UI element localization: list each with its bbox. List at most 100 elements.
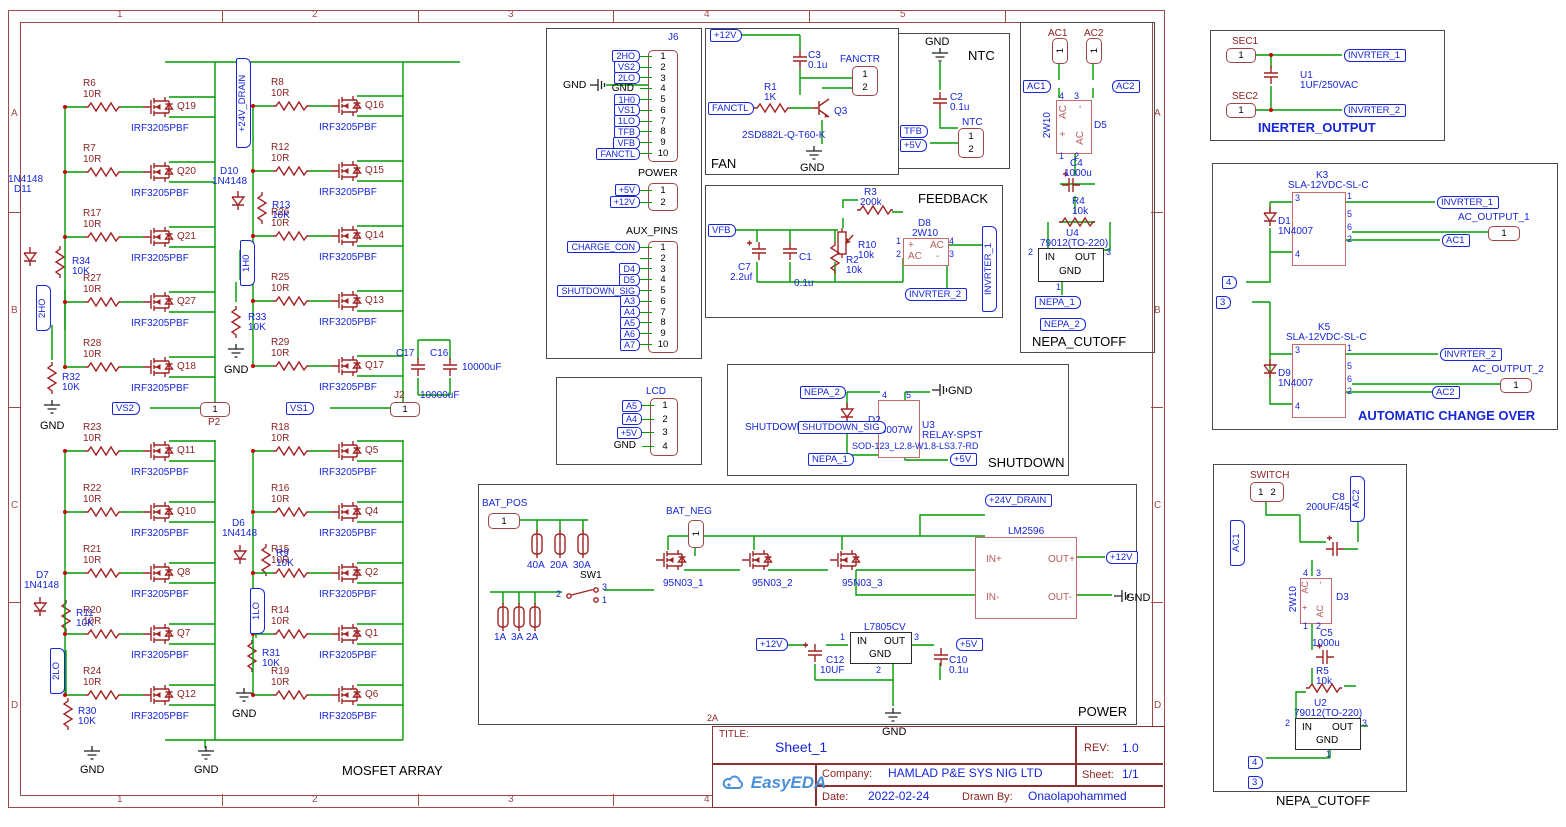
sheet-value[interactable]: 1/1 <box>1122 767 1139 781</box>
connector-pin-row[interactable]: GND 4 <box>548 83 674 94</box>
connector-lcd[interactable] <box>650 398 678 456</box>
net-flag-nepa1[interactable]: NEPA_1 <box>1035 296 1081 309</box>
capacitor-ref[interactable]: C12 <box>826 655 845 666</box>
pin-net-flag[interactable]: A4 <box>621 413 642 426</box>
mosfet-part[interactable]: IRF3205PBF <box>131 467 189 478</box>
mosfet-part[interactable]: IRF3205PBF <box>319 187 377 198</box>
capacitor-val[interactable]: 1000u <box>1064 168 1092 179</box>
connector-pin-row[interactable]: A7 10 <box>542 338 674 351</box>
mosfet-part[interactable]: IRF3205PBF <box>131 318 189 329</box>
easyeda-logo[interactable]: EasyEDA <box>722 773 826 793</box>
date-value[interactable]: 2022-02-24 <box>868 789 930 803</box>
pin-net-flag[interactable]: D5 <box>619 273 640 286</box>
diode-ref[interactable]: D11 <box>14 184 32 195</box>
net-flag-5v[interactable]: +5V <box>950 453 978 466</box>
resistor-ref[interactable]: R30 <box>78 706 97 717</box>
connector-acout2[interactable]: 1 <box>1500 378 1532 393</box>
connector-j2[interactable]: 1 <box>390 402 420 417</box>
resistor-ref[interactable]: R9 <box>276 548 289 559</box>
net-flag-3[interactable]: 3 <box>1248 776 1264 789</box>
mosfet-ref[interactable]: 95N03_3 <box>842 578 883 589</box>
capacitor-val[interactable]: 0.1u <box>794 278 814 289</box>
mosfet-ref[interactable]: Q15 <box>365 165 384 176</box>
net-flag-4[interactable]: 4 <box>1222 276 1238 289</box>
switch-ref[interactable]: SW1 <box>580 570 602 581</box>
pin-net-flag[interactable]: 2LO <box>613 72 640 84</box>
mosfet-part[interactable]: IRF3205PBF <box>319 122 377 133</box>
rev-value[interactable]: 1.0 <box>1122 741 1139 755</box>
mosfet-part[interactable]: IRF3205PBF <box>131 650 189 661</box>
net-flag-2lo[interactable]: 2LO <box>50 648 65 694</box>
capacitor-val[interactable]: 10000uF <box>420 390 460 401</box>
regulator-ref[interactable]: L7805CV <box>864 622 906 633</box>
connector-pin-row[interactable]: 2LO 3 <box>548 72 674 84</box>
connector-acout1[interactable]: 1 <box>1488 226 1520 241</box>
drawn-by-value[interactable]: Onaolapohammed <box>1028 789 1127 803</box>
capacitor-ref[interactable]: C1 <box>799 252 812 263</box>
mosfet-part[interactable]: IRF3205PBF <box>131 253 189 264</box>
connector-pin-row[interactable]: 1H0 5 <box>548 93 674 106</box>
mosfet-ref[interactable]: Q21 <box>177 231 196 242</box>
mosfet-ref[interactable]: Q18 <box>177 361 196 372</box>
connector-pin-row[interactable]: GND 4 <box>560 440 676 454</box>
mosfet-part[interactable]: IRF3205PBF <box>319 650 377 661</box>
connector-batneg[interactable]: 1 <box>688 520 704 548</box>
company-value[interactable]: HAMLAD P&E SYS NIG LTD <box>888 766 1043 780</box>
fuse-val[interactable]: 40A <box>527 560 545 571</box>
connector-ac1[interactable]: 1 <box>1052 38 1068 64</box>
capacitor-ref[interactable]: C7 <box>738 262 751 273</box>
pin-net-flag[interactable]: A6 <box>619 327 640 340</box>
pot-ref[interactable]: R10 <box>858 240 877 251</box>
net-flag-4[interactable]: 4 <box>1248 756 1264 769</box>
connector-sec2[interactable]: 1 <box>1226 103 1256 118</box>
regulator-ref[interactable]: U4 <box>1066 228 1079 239</box>
net-flag-tfb[interactable]: TFB <box>900 125 928 138</box>
connector-power[interactable] <box>648 183 678 211</box>
net-flag-ac2[interactable]: AC2 <box>1112 80 1141 93</box>
mosfet-part[interactable]: IRF3205PBF <box>319 528 377 539</box>
net-flag-ac1[interactable]: AC1 <box>1230 520 1245 566</box>
pin-net-flag[interactable]: A7 <box>619 338 640 351</box>
mosfet-ref[interactable]: Q10 <box>177 506 196 517</box>
diode-pkg[interactable]: SOD-123_L2.8-W1.8-LS3.7-RD <box>852 441 979 451</box>
connector-pin-row[interactable]: A4 2 <box>560 413 676 427</box>
diode-part[interactable]: 1N4007 <box>1278 378 1314 389</box>
connector-pin-row[interactable]: +5V 1 <box>576 184 674 196</box>
regulator-part[interactable]: 79012(TO-220) <box>1040 238 1109 249</box>
resistor-val[interactable]: 10K <box>72 266 90 277</box>
net-flag-ac2[interactable]: AC2 <box>1350 476 1365 522</box>
resistor-ref[interactable]: R32 <box>62 372 81 383</box>
mosfet-ref[interactable]: Q14 <box>365 230 384 241</box>
diode-part[interactable]: 1N4007W <box>868 425 913 436</box>
connector-p2[interactable]: 1 <box>200 402 230 417</box>
net-flag-5v[interactable]: +5V <box>900 139 928 152</box>
capacitor-ref[interactable]: C10 <box>949 655 968 666</box>
mosfet-ref[interactable]: Q12 <box>177 689 196 700</box>
bridge-d3[interactable]: AC - + AC <box>1300 578 1332 624</box>
connector-pin-row[interactable]: VS1 6 <box>548 104 674 117</box>
mosfet-ref[interactable]: Q27 <box>177 296 196 307</box>
connector-ref-acout2[interactable]: AC_OUTPUT_2 <box>1472 364 1544 375</box>
capacitor-ref[interactable]: C8 <box>1332 492 1345 503</box>
bridge-ref[interactable]: D5 <box>1094 120 1107 131</box>
connector-ref-ntc[interactable]: NTC <box>962 117 983 128</box>
bridge-ref[interactable]: D3 <box>1336 592 1349 603</box>
mosfet-ref[interactable]: Q5 <box>365 445 379 456</box>
mosfet-part[interactable]: IRF3205PBF <box>131 383 189 394</box>
resistor-val[interactable]: 10k <box>1072 206 1089 217</box>
regulator-l7805[interactable]: IN OUT GND <box>850 632 912 664</box>
fuse-val[interactable]: 20A <box>550 560 568 571</box>
capacitor-ref[interactable]: C4 <box>1070 158 1083 169</box>
regulator-part[interactable]: 79012(TO-220) <box>1294 708 1363 719</box>
relay-ref[interactable]: K5 <box>1318 322 1331 333</box>
capacitor-ref[interactable]: C16 <box>430 348 449 359</box>
